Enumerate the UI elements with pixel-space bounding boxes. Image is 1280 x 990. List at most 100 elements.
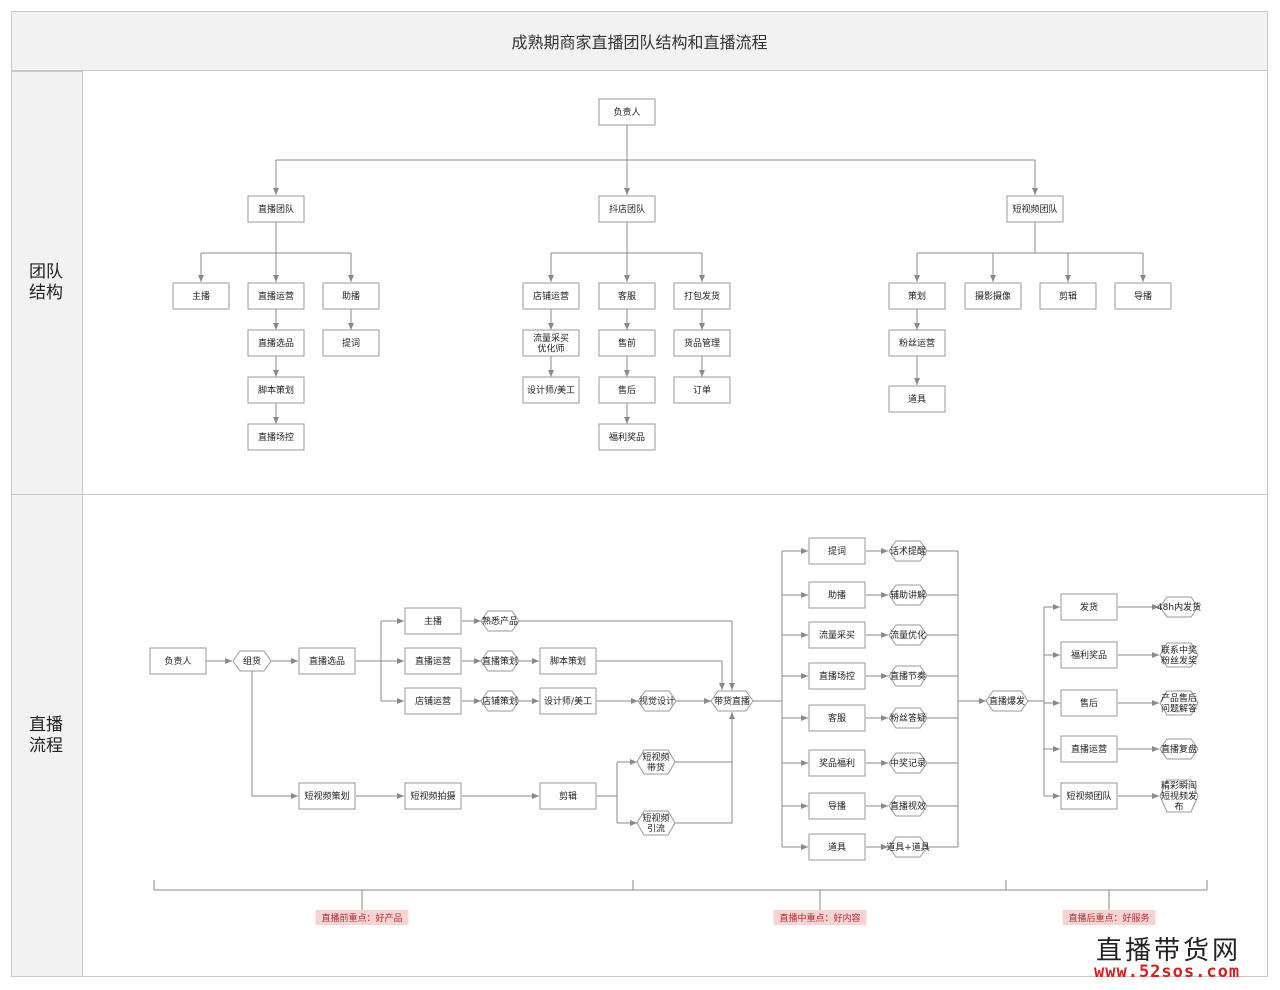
node-host-label: 主播 <box>192 290 210 302</box>
lane-process-text: 直播 流程 <box>29 714 63 756</box>
node-root-owner-label: 负责人 <box>613 106 640 118</box>
page-title: 成熟期商家直播团队结构和直播流程 <box>11 11 1268 71</box>
node-during-role-4: 客服 <box>808 704 866 732</box>
node-packing-chain-0: 货品管理 <box>673 329 731 357</box>
node-video-out-1-label: 短视频引流 <box>642 812 669 835</box>
node-assistant: 助播 <box>322 282 380 310</box>
node-team-3: 短视频团队 <box>1006 195 1064 223</box>
node-after-role-1: 福利奖品 <box>1060 641 1118 669</box>
node-assistant-label: 助播 <box>342 290 360 302</box>
node-after-role-3-label: 直播运营 <box>1071 743 1107 755</box>
node-camera: 摄影摄像 <box>964 282 1022 310</box>
node-after-result-0: 48h内发货 <box>1157 596 1201 618</box>
node-service-chain-0-label: 售前 <box>618 337 636 349</box>
node-during-result-7: 道具+道具 <box>886 836 930 858</box>
node-during-role-5-label: 奖品福利 <box>819 757 855 769</box>
node-hub-label: 带货直播 <box>714 695 750 707</box>
node-hub: 带货直播 <box>710 690 754 712</box>
node-service: 客服 <box>598 282 656 310</box>
node-planning-label: 策划 <box>908 290 926 302</box>
node-after-role-0: 发货 <box>1060 593 1118 621</box>
node-video-chain-2-label: 剪辑 <box>559 790 577 802</box>
node-branch-after-2-label: 视觉设计 <box>639 695 675 707</box>
node-planning-chain-0-label: 粉丝运营 <box>899 337 935 349</box>
node-after-role-2-label: 售后 <box>1080 697 1098 709</box>
arrow-video-to-hub <box>675 712 735 824</box>
node-branch-result-0: 熟悉产品 <box>480 610 520 632</box>
node-live-ops-label: 直播运营 <box>258 290 294 302</box>
node-video-out-0: 短视频带货 <box>636 749 676 775</box>
node-team-2-label: 抖店团队 <box>609 203 645 215</box>
node-after-result-3-label: 直播复盘 <box>1161 743 1197 755</box>
node-branch-result-0-label: 熟悉产品 <box>482 615 518 627</box>
node-branch-role-1: 直播运营 <box>404 647 462 675</box>
node-branch-result-2-label: 店铺策划 <box>482 695 518 707</box>
lane-structure-text: 团队 结构 <box>29 262 63 303</box>
node-during-result-1-label: 辅助讲解 <box>890 589 926 601</box>
node-branch-role-2-label: 店铺运营 <box>415 695 451 707</box>
phase-label-0: 直播前重点：好产品 <box>321 912 402 924</box>
node-team-3-label: 短视频团队 <box>1012 203 1057 215</box>
node-during-result-5: 中奖记录 <box>888 752 928 774</box>
node-planning: 策划 <box>888 282 946 310</box>
node-after-role-0-label: 发货 <box>1080 601 1098 613</box>
node-during-result-6-label: 直播视效 <box>890 800 926 812</box>
node-during-role-2-label: 流量采买 <box>819 629 855 641</box>
node-during-result-0-label: 话术提醒 <box>890 545 926 557</box>
node-during-role-0: 提词 <box>808 537 866 565</box>
node-packing-chain-0-label: 货品管理 <box>684 337 720 349</box>
lane-divider <box>11 494 1268 495</box>
node-branch-next-2: 设计师/美工 <box>539 687 597 715</box>
node-during-role-2: 流量采买 <box>808 621 866 649</box>
node-after-result-3: 直播复盘 <box>1159 738 1199 760</box>
phase-badge-bg-0 <box>315 910 409 925</box>
node-after-result-4: 精彩瞬间短视频发布 <box>1159 779 1199 813</box>
node-live-ops-chain-0-label: 直播选品 <box>258 337 294 349</box>
node-during-result-4: 粉丝答疑 <box>888 707 928 729</box>
node-live-ops-chain-0: 直播选品 <box>247 329 305 357</box>
node-formation-label: 组货 <box>243 655 261 667</box>
node-formation: 组货 <box>232 650 272 672</box>
node-branch-role-0-label: 主播 <box>424 615 442 627</box>
node-planning-chain-1-label: 道具 <box>908 393 926 405</box>
watermark-title: 直播带货网 <box>1096 936 1242 966</box>
node-packing: 打包发货 <box>673 282 731 310</box>
node-branch-role-0: 主播 <box>404 607 462 635</box>
node-service-chain-0: 售前 <box>598 329 656 357</box>
node-after-result-4-label: 精彩瞬间短视频发布 <box>1161 780 1197 813</box>
node-during-result-2-label: 流量优化 <box>890 629 926 641</box>
node-video-chain-0-label: 短视频策划 <box>304 790 349 802</box>
node-live-ops-chain-1-label: 脚本策划 <box>258 384 294 396</box>
phase-badge-bg-2 <box>1062 910 1156 925</box>
node-root-owner: 负责人 <box>598 98 656 126</box>
node-branch-role-1-label: 直播运营 <box>415 655 451 667</box>
node-video-chain-1-label: 短视频拍摄 <box>410 790 455 802</box>
node-service-label: 客服 <box>618 290 636 302</box>
node-camera-label: 摄影摄像 <box>975 290 1011 302</box>
node-after-result-0-label: 48h内发货 <box>1157 601 1201 613</box>
node-after-result-2-label: 产品售后问题解答 <box>1161 692 1197 715</box>
node-during-role-7-label: 道具 <box>828 841 846 853</box>
node-during-role-4-label: 客服 <box>828 712 846 724</box>
node-service-chain-2: 福利奖品 <box>598 423 656 451</box>
node-store-ops-label: 店铺运营 <box>533 290 569 302</box>
node-after-role-1-label: 福利奖品 <box>1071 649 1107 661</box>
node-after-role-4-label: 短视频团队 <box>1066 790 1111 802</box>
node-after-role-3: 直播运营 <box>1060 735 1118 763</box>
node-burst-label: 直播爆发 <box>989 695 1025 707</box>
node-branch-after-2: 视觉设计 <box>637 690 677 712</box>
node-packing-label: 打包发货 <box>684 290 720 302</box>
node-store-chain-0: 流量采买优化师 <box>522 329 580 357</box>
node-video-chain-1: 短视频拍摄 <box>404 782 462 810</box>
node-during-result-0: 话术提醒 <box>888 540 928 562</box>
phase-label-1: 直播中重点：好内容 <box>779 912 860 924</box>
node-after-result-1-label: 联系中奖粉丝发奖 <box>1161 644 1197 667</box>
node-service-chain-1: 售后 <box>598 376 656 404</box>
node-during-role-5: 奖品福利 <box>808 749 866 777</box>
node-assistant-chain-0-label: 提词 <box>342 338 360 349</box>
node-video-out-1: 短视频引流 <box>636 810 676 836</box>
node-video-chain-2: 剪辑 <box>539 782 597 810</box>
node-during-result-3-label: 直播节奏 <box>890 670 926 682</box>
node-burst: 直播爆发 <box>985 690 1029 712</box>
